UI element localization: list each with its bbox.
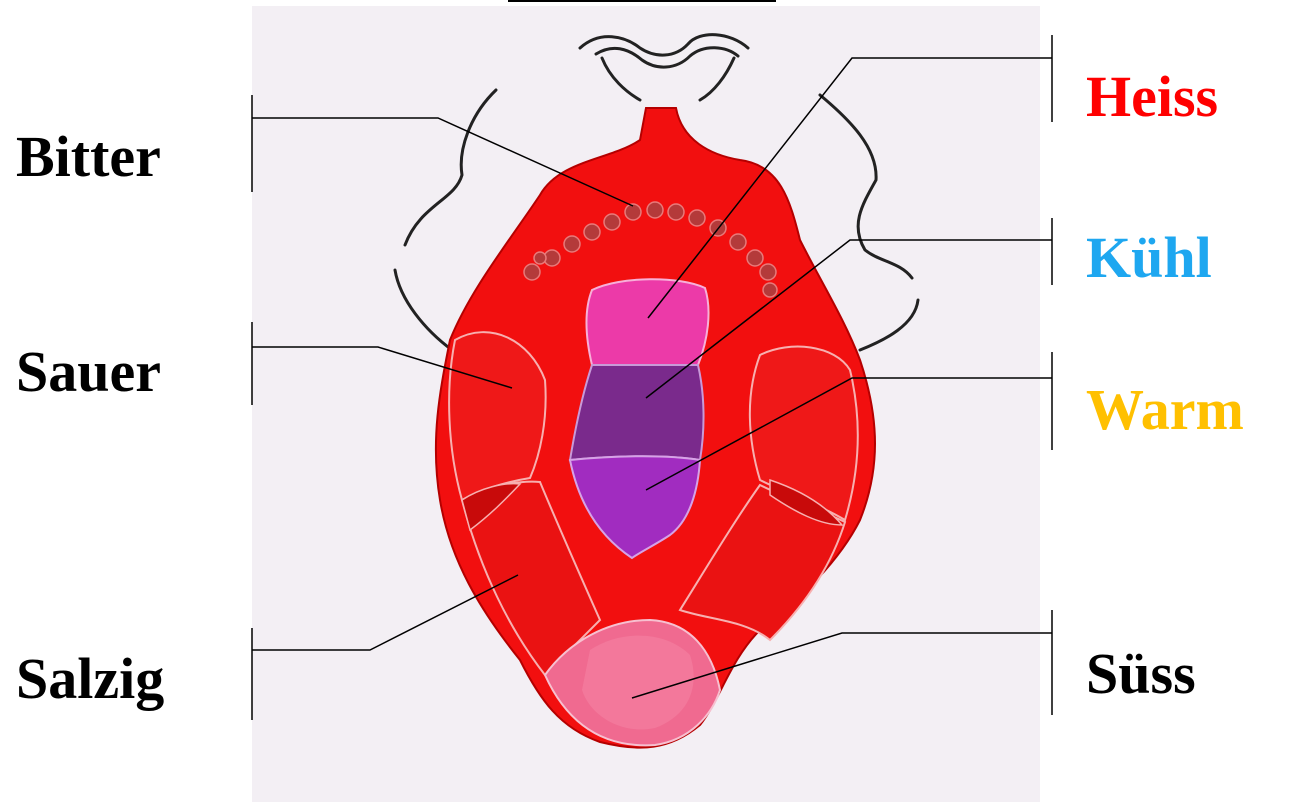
label-warm: Warm bbox=[1086, 381, 1244, 439]
label-sauer: Sauer bbox=[16, 343, 161, 401]
left-sour-zone bbox=[449, 332, 546, 500]
label-heiss: Heiss bbox=[1086, 68, 1218, 126]
label-bitter: Bitter bbox=[16, 128, 161, 186]
label-suess: Süss bbox=[1086, 645, 1196, 703]
label-salzig: Salzig bbox=[16, 650, 164, 708]
kuehl-zone bbox=[570, 365, 704, 460]
heiss-zone bbox=[586, 279, 708, 365]
label-kuehl: Kühl bbox=[1086, 229, 1212, 287]
